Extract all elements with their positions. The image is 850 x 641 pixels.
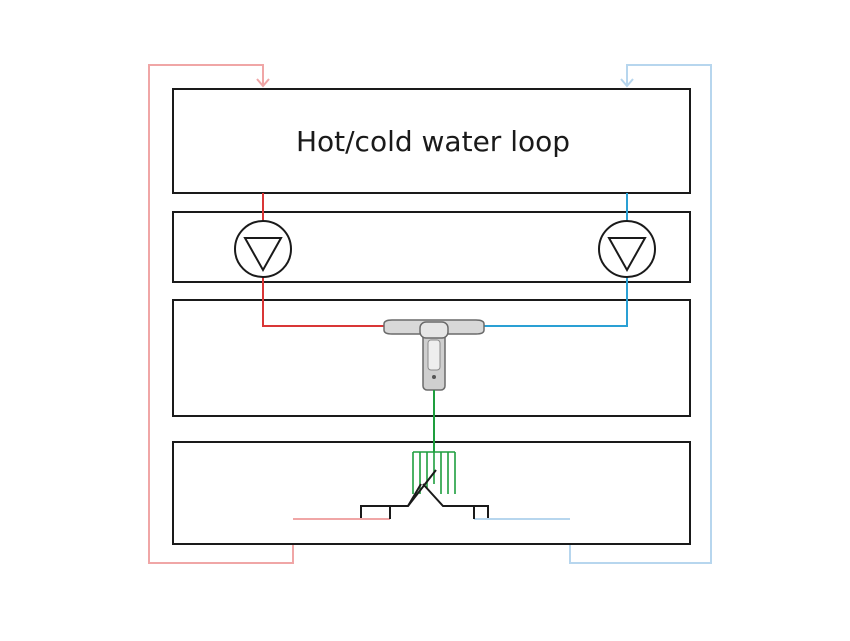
diagram-title: Hot/cold water loop xyxy=(296,125,570,158)
drain-icon xyxy=(360,469,489,519)
cold-water-pump-icon xyxy=(598,220,656,278)
hot-water-pump-icon xyxy=(234,220,292,278)
hot-cold-water-loop-box xyxy=(172,88,691,194)
cold-return-line xyxy=(569,64,712,564)
hot-return-line xyxy=(148,64,294,564)
cold-supply-line xyxy=(480,193,628,327)
